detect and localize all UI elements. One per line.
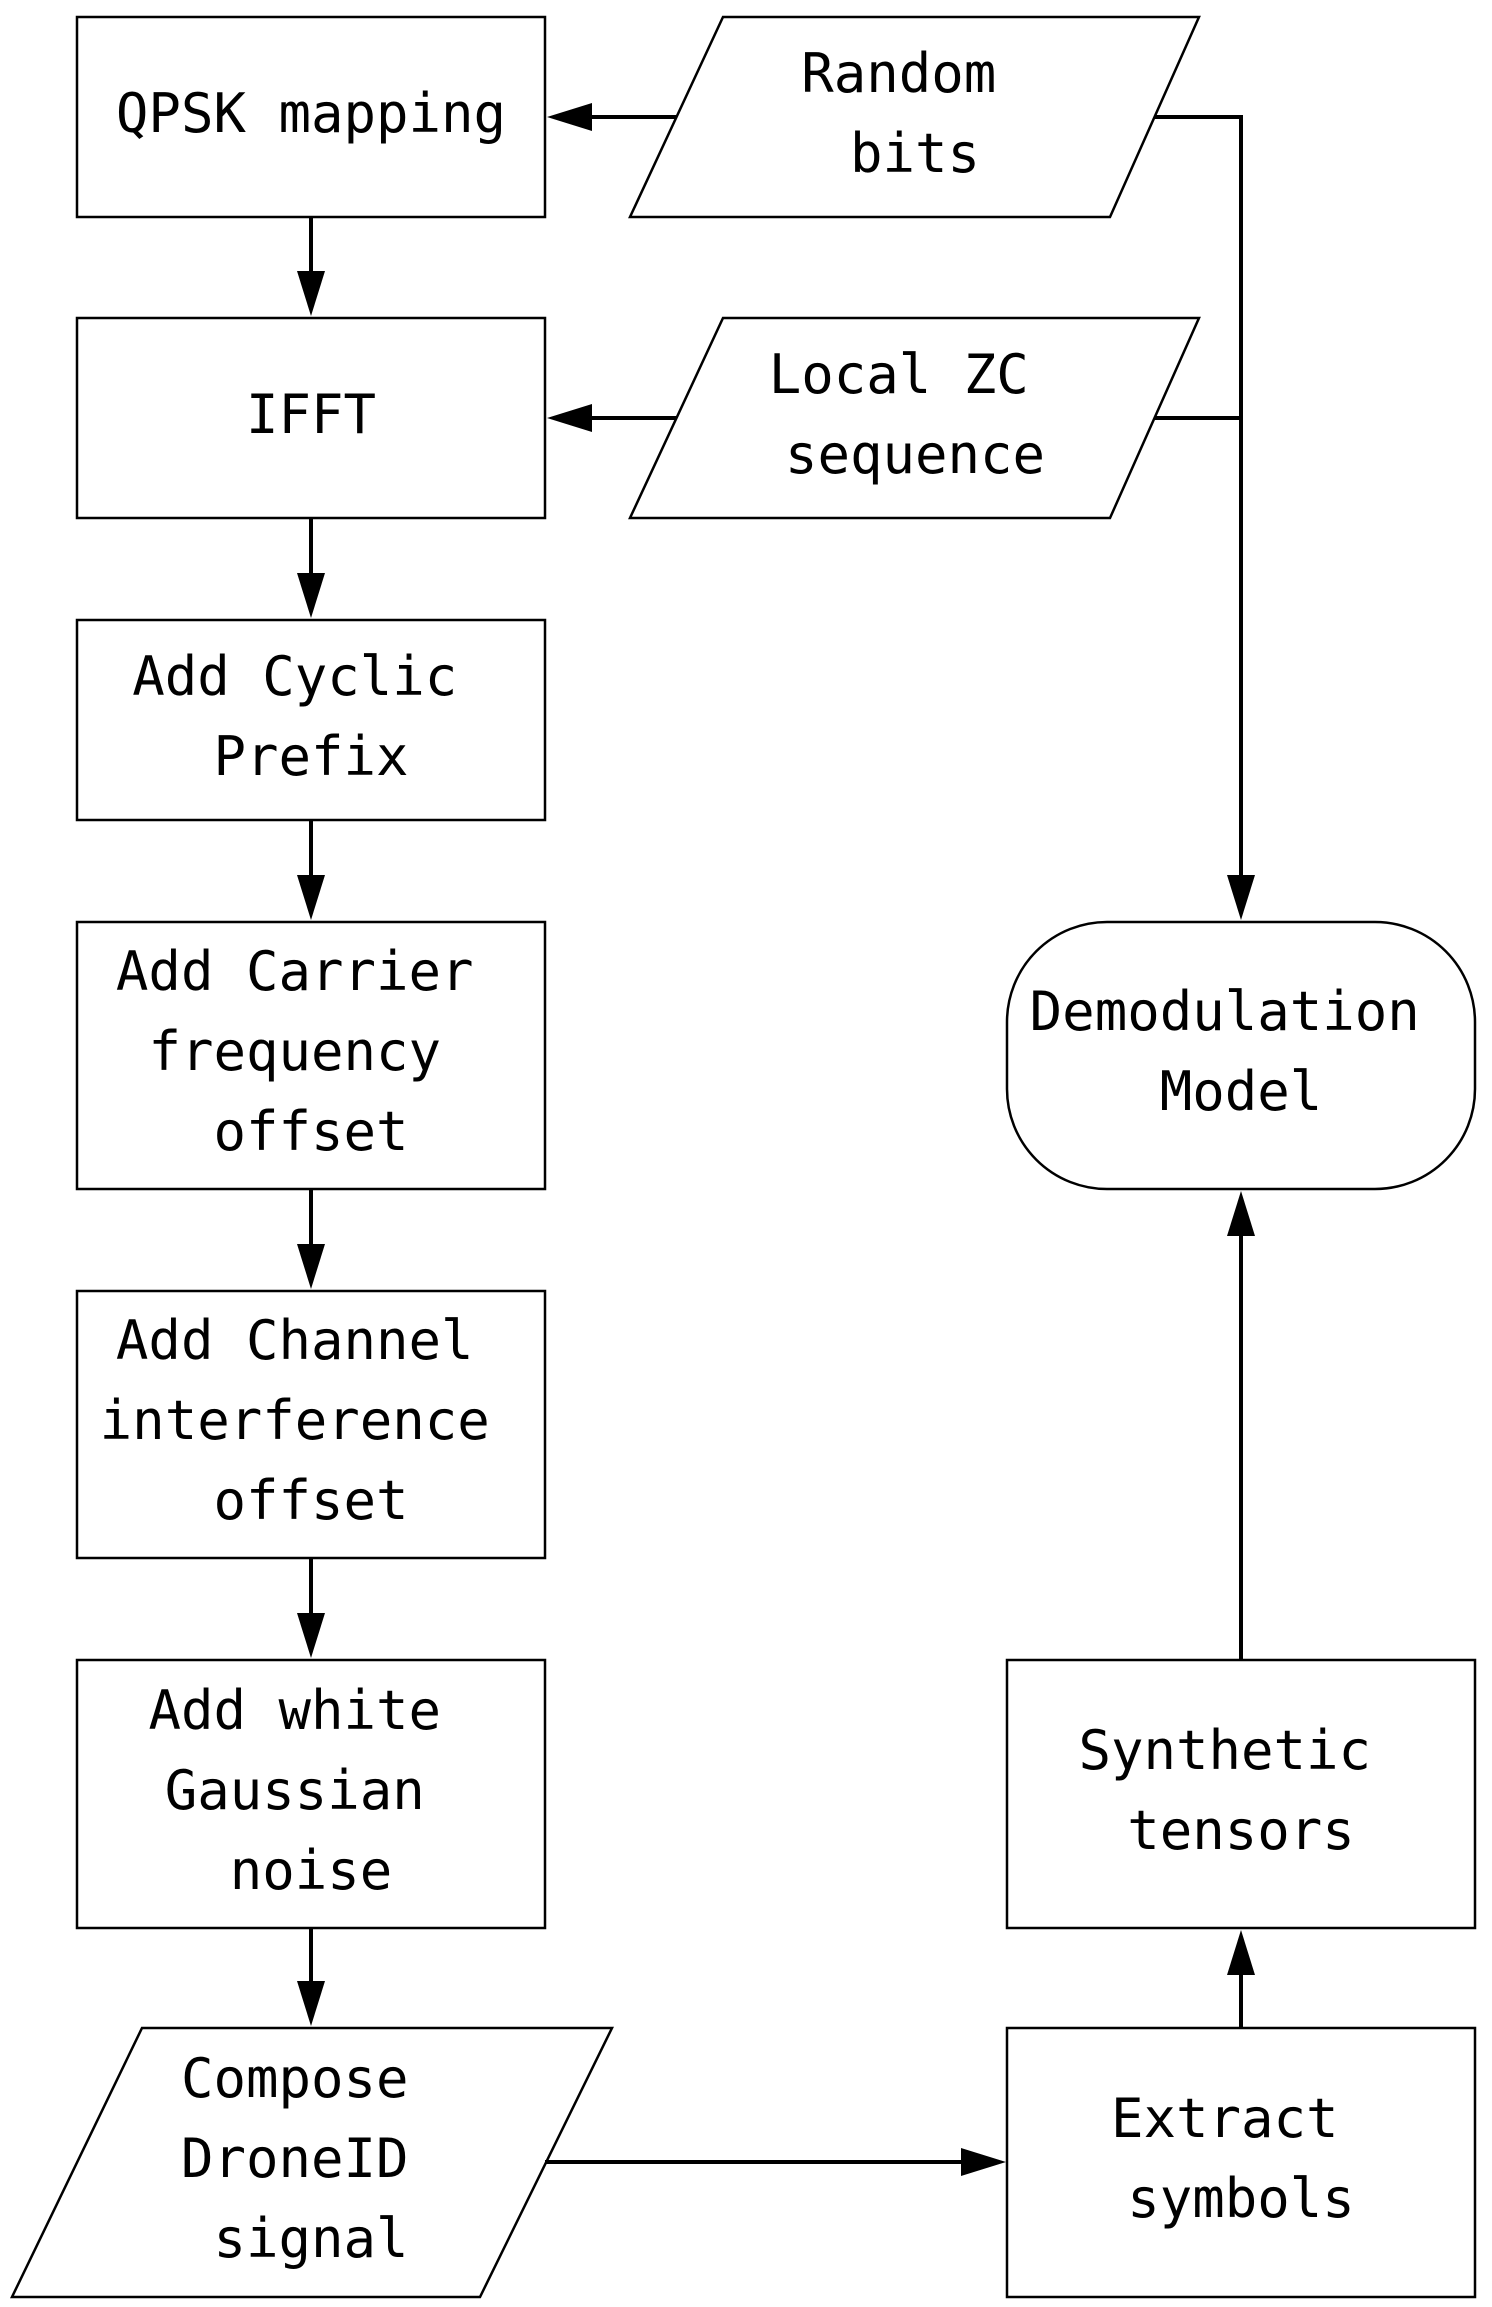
node-extract-symbols: Extract symbols — [1005, 2026, 1477, 2299]
edge-noise-to-compose — [297, 1928, 325, 2026]
node-ifft-label: IFFT — [246, 383, 376, 446]
node-add-cyclic-prefix-label: Add Cyclic Prefix — [132, 645, 490, 788]
edge-local-zc-to-ifft-arrowhead — [547, 404, 592, 432]
node-compose-droneid-signal-shape — [10, 2026, 615, 2299]
node-compose-droneid-signal-label: Compose DroneID signal — [181, 2047, 441, 2270]
node-synthetic-tensors: Synthetic tensors — [1005, 1658, 1477, 1930]
edge-noise-to-compose-arrowhead — [297, 1981, 325, 2026]
node-demodulation-model-shape — [1005, 920, 1477, 1191]
node-add-carrier-frequency-offset-line-2: frequency — [148, 1020, 441, 1083]
node-qpsk-mapping: QPSK mapping — [75, 15, 547, 219]
edge-bus-to-demodulation — [1155, 115, 1255, 920]
edge-compose-to-extract-arrowhead — [961, 2148, 1006, 2176]
edge-qpsk-to-ifft-arrowhead — [297, 271, 325, 316]
edge-qpsk-to-ifft — [297, 217, 325, 316]
node-add-cyclic-prefix-line-2: Prefix — [213, 725, 408, 788]
node-synthetic-tensors-box — [1005, 1658, 1477, 1930]
node-add-white-gaussian-noise-line-3: noise — [230, 1839, 393, 1902]
edge-synthetic-to-demodulation-arrowhead — [1227, 1191, 1255, 1236]
edge-synthetic-to-demodulation — [1227, 1191, 1255, 1660]
edge-ifft-to-cyclic-prefix — [297, 518, 325, 618]
node-random-bits: Random bits — [628, 15, 1201, 219]
node-random-bits-label: Random bits — [801, 42, 1029, 185]
edge-extract-to-synthetic-arrowhead — [1227, 1930, 1255, 1975]
node-ifft-line-1: IFFT — [246, 383, 376, 446]
node-add-channel-interference-offset-line-1: Add Channel — [116, 1309, 474, 1372]
node-add-white-gaussian-noise-line-1: Add white — [148, 1679, 441, 1742]
node-add-channel-interference-offset-box — [75, 1289, 547, 1560]
node-add-carrier-frequency-offset-label: Add Carrier frequency offset — [116, 940, 506, 1163]
node-add-carrier-frequency-offset: Add Carrier frequency offset — [75, 920, 547, 1191]
edge-extract-to-synthetic — [1227, 1930, 1255, 2028]
node-add-white-gaussian-noise: Add white Gaussian noise — [75, 1658, 547, 1930]
edge-channel-to-noise-arrowhead — [297, 1613, 325, 1658]
node-local-zc-sequence-shape — [628, 316, 1201, 520]
node-random-bits-line-2: bits — [850, 122, 980, 185]
node-local-zc-sequence-label: Local ZC sequence — [769, 343, 1062, 486]
edge-cyclic-prefix-to-carrier-arrowhead — [297, 875, 325, 920]
node-add-cyclic-prefix-box — [75, 618, 547, 822]
node-qpsk-mapping-line-1: QPSK mapping — [116, 82, 506, 145]
node-synthetic-tensors-label: Synthetic tensors — [1078, 1719, 1403, 1862]
node-add-white-gaussian-noise-box — [75, 1658, 547, 1930]
node-extract-symbols-box — [1005, 2026, 1477, 2299]
node-extract-symbols-line-1: Extract — [1111, 2087, 1339, 2150]
edge-random-bits-to-qpsk-arrowhead — [547, 103, 592, 131]
node-add-channel-interference-offset-line-3: offset — [213, 1469, 408, 1532]
node-local-zc-sequence-line-2: sequence — [785, 423, 1045, 486]
node-compose-droneid-signal-line-2: DroneID — [181, 2127, 409, 2190]
node-random-bits-line-1: Random — [801, 42, 996, 105]
node-add-channel-interference-offset: Add Channel interference offset — [75, 1289, 547, 1560]
node-extract-symbols-label: Extract symbols — [1111, 2087, 1371, 2230]
edge-compose-to-extract — [545, 2148, 1006, 2176]
node-add-white-gaussian-noise-line-2: Gaussian — [165, 1759, 425, 1822]
edge-channel-to-noise — [297, 1558, 325, 1658]
node-add-carrier-frequency-offset-line-1: Add Carrier — [116, 940, 474, 1003]
node-compose-droneid-signal: Compose DroneID signal — [10, 2026, 615, 2299]
node-demodulation-model-line-1: Demodulation — [1030, 980, 1420, 1043]
node-ifft: IFFT — [75, 316, 547, 520]
edge-carrier-to-channel — [297, 1189, 325, 1289]
node-add-white-gaussian-noise-label: Add white Gaussian noise — [148, 1679, 473, 1902]
node-add-carrier-frequency-offset-box — [75, 920, 547, 1191]
edge-cyclic-prefix-to-carrier — [297, 820, 325, 920]
node-qpsk-mapping-box — [75, 15, 547, 219]
node-compose-droneid-signal-line-1: Compose — [181, 2047, 409, 2110]
edge-local-zc-to-ifft — [547, 404, 677, 432]
node-qpsk-mapping-label: QPSK mapping — [116, 82, 506, 145]
edge-ifft-to-cyclic-prefix-arrowhead — [297, 573, 325, 618]
node-demodulation-model: Demodulation Model — [1005, 920, 1477, 1191]
node-add-channel-interference-offset-line-2: interference — [100, 1389, 490, 1452]
node-add-cyclic-prefix-line-1: Add Cyclic — [132, 645, 457, 708]
node-compose-droneid-signal-line-3: signal — [213, 2207, 408, 2270]
node-synthetic-tensors-line-1: Synthetic — [1078, 1719, 1371, 1782]
node-add-carrier-frequency-offset-line-3: offset — [213, 1100, 408, 1163]
node-add-cyclic-prefix: Add Cyclic Prefix — [75, 618, 547, 822]
node-demodulation-model-label: Demodulation Model — [1030, 980, 1453, 1123]
node-local-zc-sequence-line-1: Local ZC — [769, 343, 1029, 406]
edge-random-bits-to-qpsk — [547, 103, 677, 131]
node-demodulation-model-line-2: Model — [1160, 1060, 1323, 1123]
node-ifft-box — [75, 316, 547, 520]
node-random-bits-shape — [628, 15, 1201, 219]
edge-bus-to-demodulation-arrowhead — [1227, 875, 1255, 920]
node-synthetic-tensors-line-2: tensors — [1127, 1799, 1355, 1862]
node-add-channel-interference-offset-label: Add Channel interference offset — [100, 1309, 523, 1532]
node-local-zc-sequence: Local ZC sequence — [628, 316, 1201, 520]
edge-carrier-to-channel-arrowhead — [297, 1244, 325, 1289]
node-extract-symbols-line-2: symbols — [1127, 2167, 1355, 2230]
